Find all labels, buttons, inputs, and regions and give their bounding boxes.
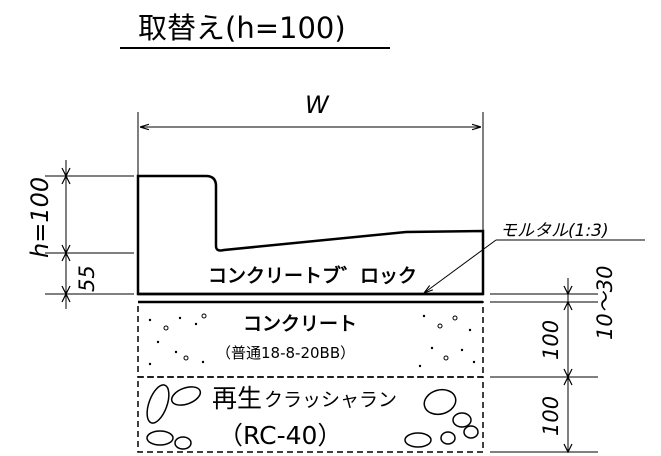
crusher-depth-label: 100 bbox=[539, 396, 563, 436]
height-dim-arrows bbox=[61, 167, 71, 303]
concrete-block-outline bbox=[136, 174, 485, 296]
crusher-spec-label: （RC-40） bbox=[218, 421, 342, 450]
mortar-label: モルタル(1:3) bbox=[500, 221, 609, 241]
concrete-label: コンクリート bbox=[243, 313, 357, 335]
concrete-spec-label: （普通18-8-20BB） bbox=[216, 344, 355, 362]
crusher-label-kana: クラッシャラン bbox=[264, 389, 397, 411]
block-label: コンクリートブ゛ロック bbox=[208, 264, 417, 287]
crusher-stones bbox=[146, 384, 479, 450]
concrete-aggregate-dots bbox=[148, 313, 476, 368]
crusher-run-layer bbox=[137, 376, 484, 453]
right-dim-arrows bbox=[563, 285, 573, 454]
concrete-depth-label: 100 bbox=[539, 320, 563, 360]
crusher-label-main: 再生 bbox=[212, 384, 262, 413]
mortar-thickness-label: 10～30 bbox=[593, 266, 617, 340]
width-label: W bbox=[305, 91, 330, 119]
mortar-leader-arrow bbox=[424, 239, 497, 293]
drawing-title: 取替え(h=100) bbox=[138, 11, 346, 45]
height-total-label: h=100 bbox=[26, 177, 54, 258]
lower-height-label: 55 bbox=[75, 265, 99, 292]
